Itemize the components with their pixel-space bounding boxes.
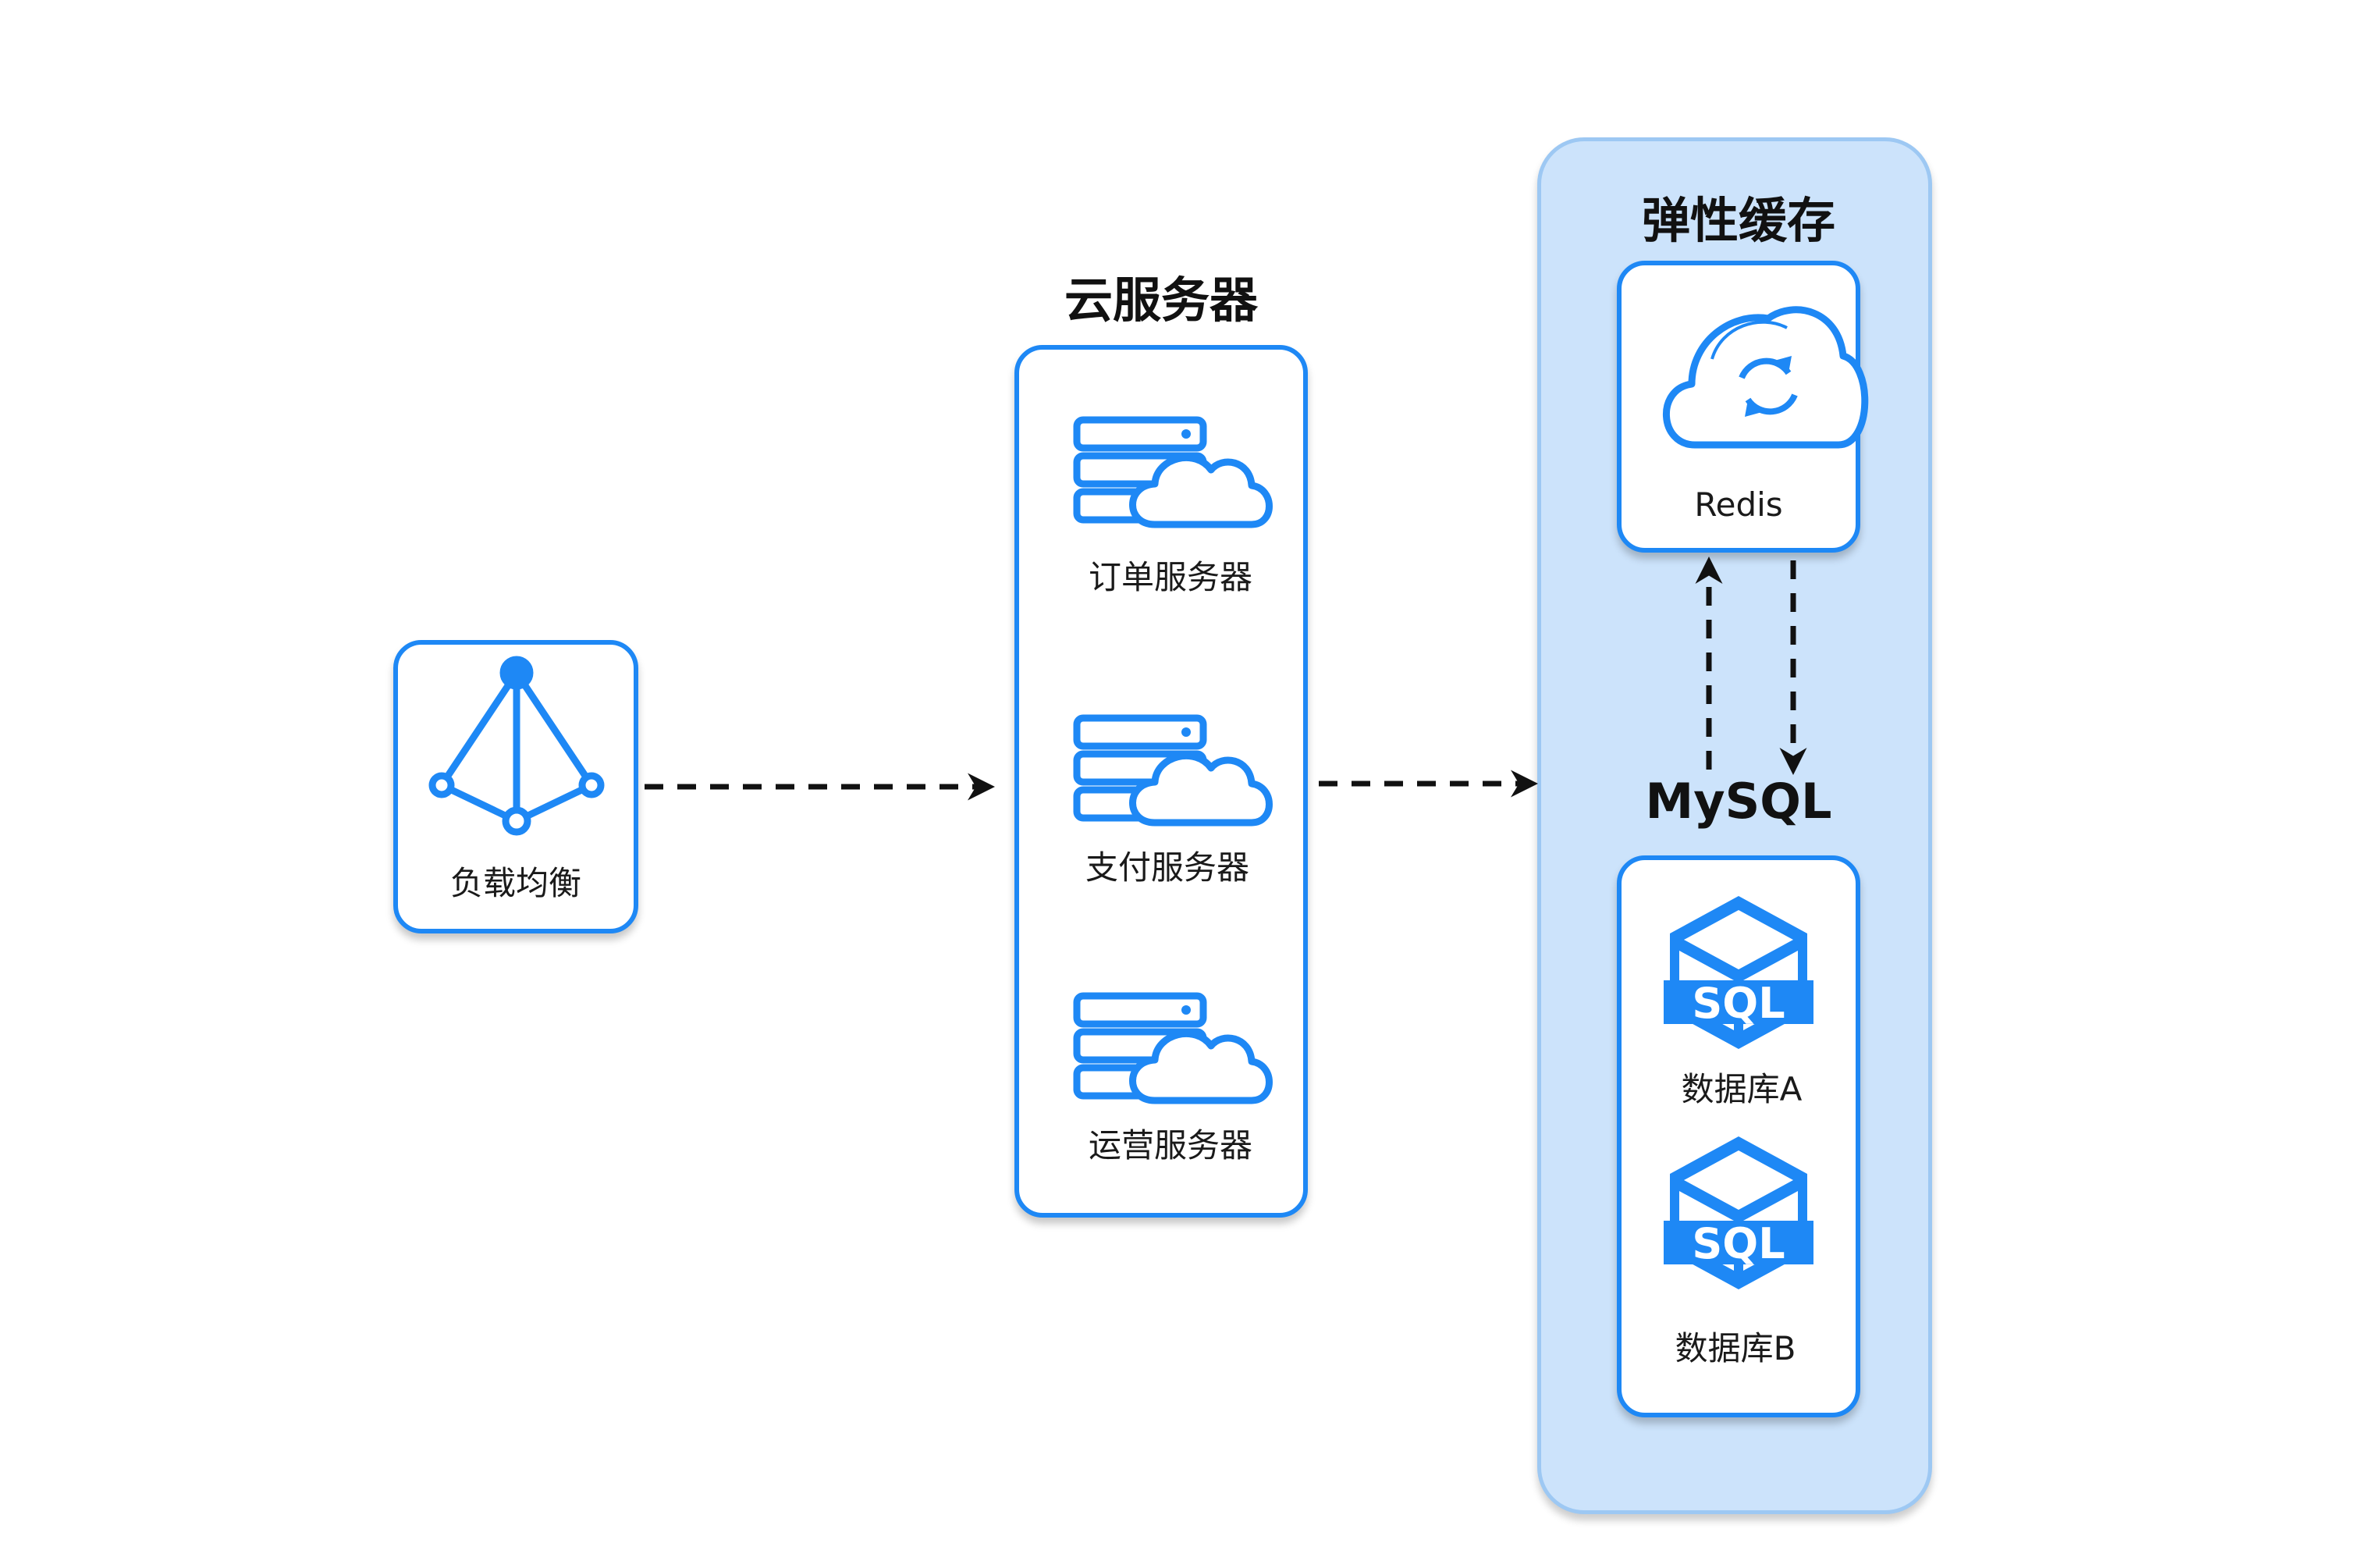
cloud-sync-icon: [1662, 306, 1869, 449]
load-balancer-icon: [428, 656, 605, 836]
server-label-order: 订单服务器: [1088, 558, 1252, 596]
server-cloud-icon: [1073, 416, 1273, 528]
database-b-label: 数据库B: [1675, 1329, 1796, 1367]
sql-database-icon: SQL: [1664, 896, 1813, 1049]
server-cloud-icon: [1073, 992, 1273, 1104]
svg-text:SQL: SQL: [1692, 1219, 1785, 1268]
load-balancer-label: 负载均衡: [449, 864, 581, 902]
server-cloud-icon: [1073, 714, 1273, 827]
redis-label: Redis: [1694, 485, 1783, 524]
server-label-operations: 运营服务器: [1088, 1126, 1252, 1165]
mysql-title: MySQL: [1645, 773, 1832, 830]
sql-database-icon: SQL: [1664, 1136, 1813, 1289]
server-label-payment: 支付服务器: [1085, 848, 1249, 887]
database-a-label: 数据库A: [1681, 1070, 1803, 1108]
elastic-cache-title: 弹性缓存: [1641, 192, 1835, 249]
cloud-servers-title: 云服务器: [1064, 272, 1258, 329]
svg-text:SQL: SQL: [1692, 979, 1785, 1028]
